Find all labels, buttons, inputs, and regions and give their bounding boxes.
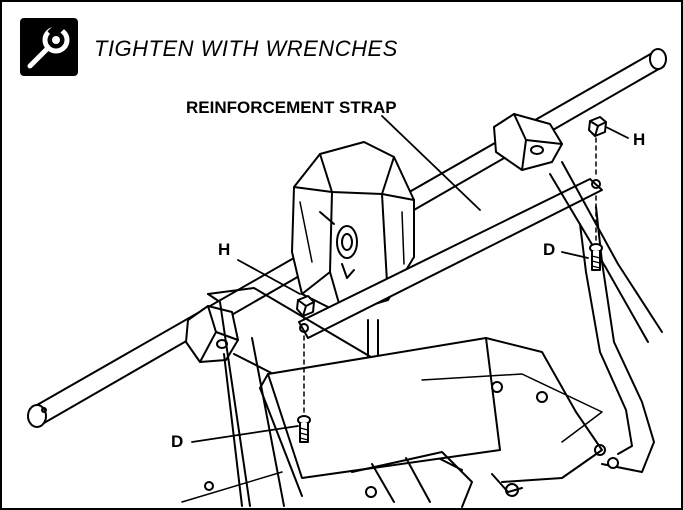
right-nut <box>588 116 607 137</box>
right-bolt <box>589 243 603 271</box>
lower-mechanism <box>204 381 606 508</box>
left-clamp <box>185 305 239 363</box>
leader-lines <box>191 115 629 443</box>
bolt-d-label-right: D <box>543 240 556 259</box>
left-bolt <box>297 415 311 443</box>
base-plate <box>181 337 603 503</box>
gearbox-housing <box>291 141 415 315</box>
nut-h-label-right: H <box>633 130 646 149</box>
reinforcement-strap-label: REINFORCEMENT STRAP <box>186 98 397 117</box>
nut-h-label-left: H <box>218 240 231 259</box>
instruction-heading: TIGHTEN WITH WRENCHES <box>94 36 398 61</box>
bolt-d-label-left: D <box>171 432 184 451</box>
right-clamp <box>493 113 563 171</box>
left-nut <box>296 295 315 317</box>
reinforcement-strap <box>298 178 603 339</box>
wrench-icon <box>20 18 78 76</box>
